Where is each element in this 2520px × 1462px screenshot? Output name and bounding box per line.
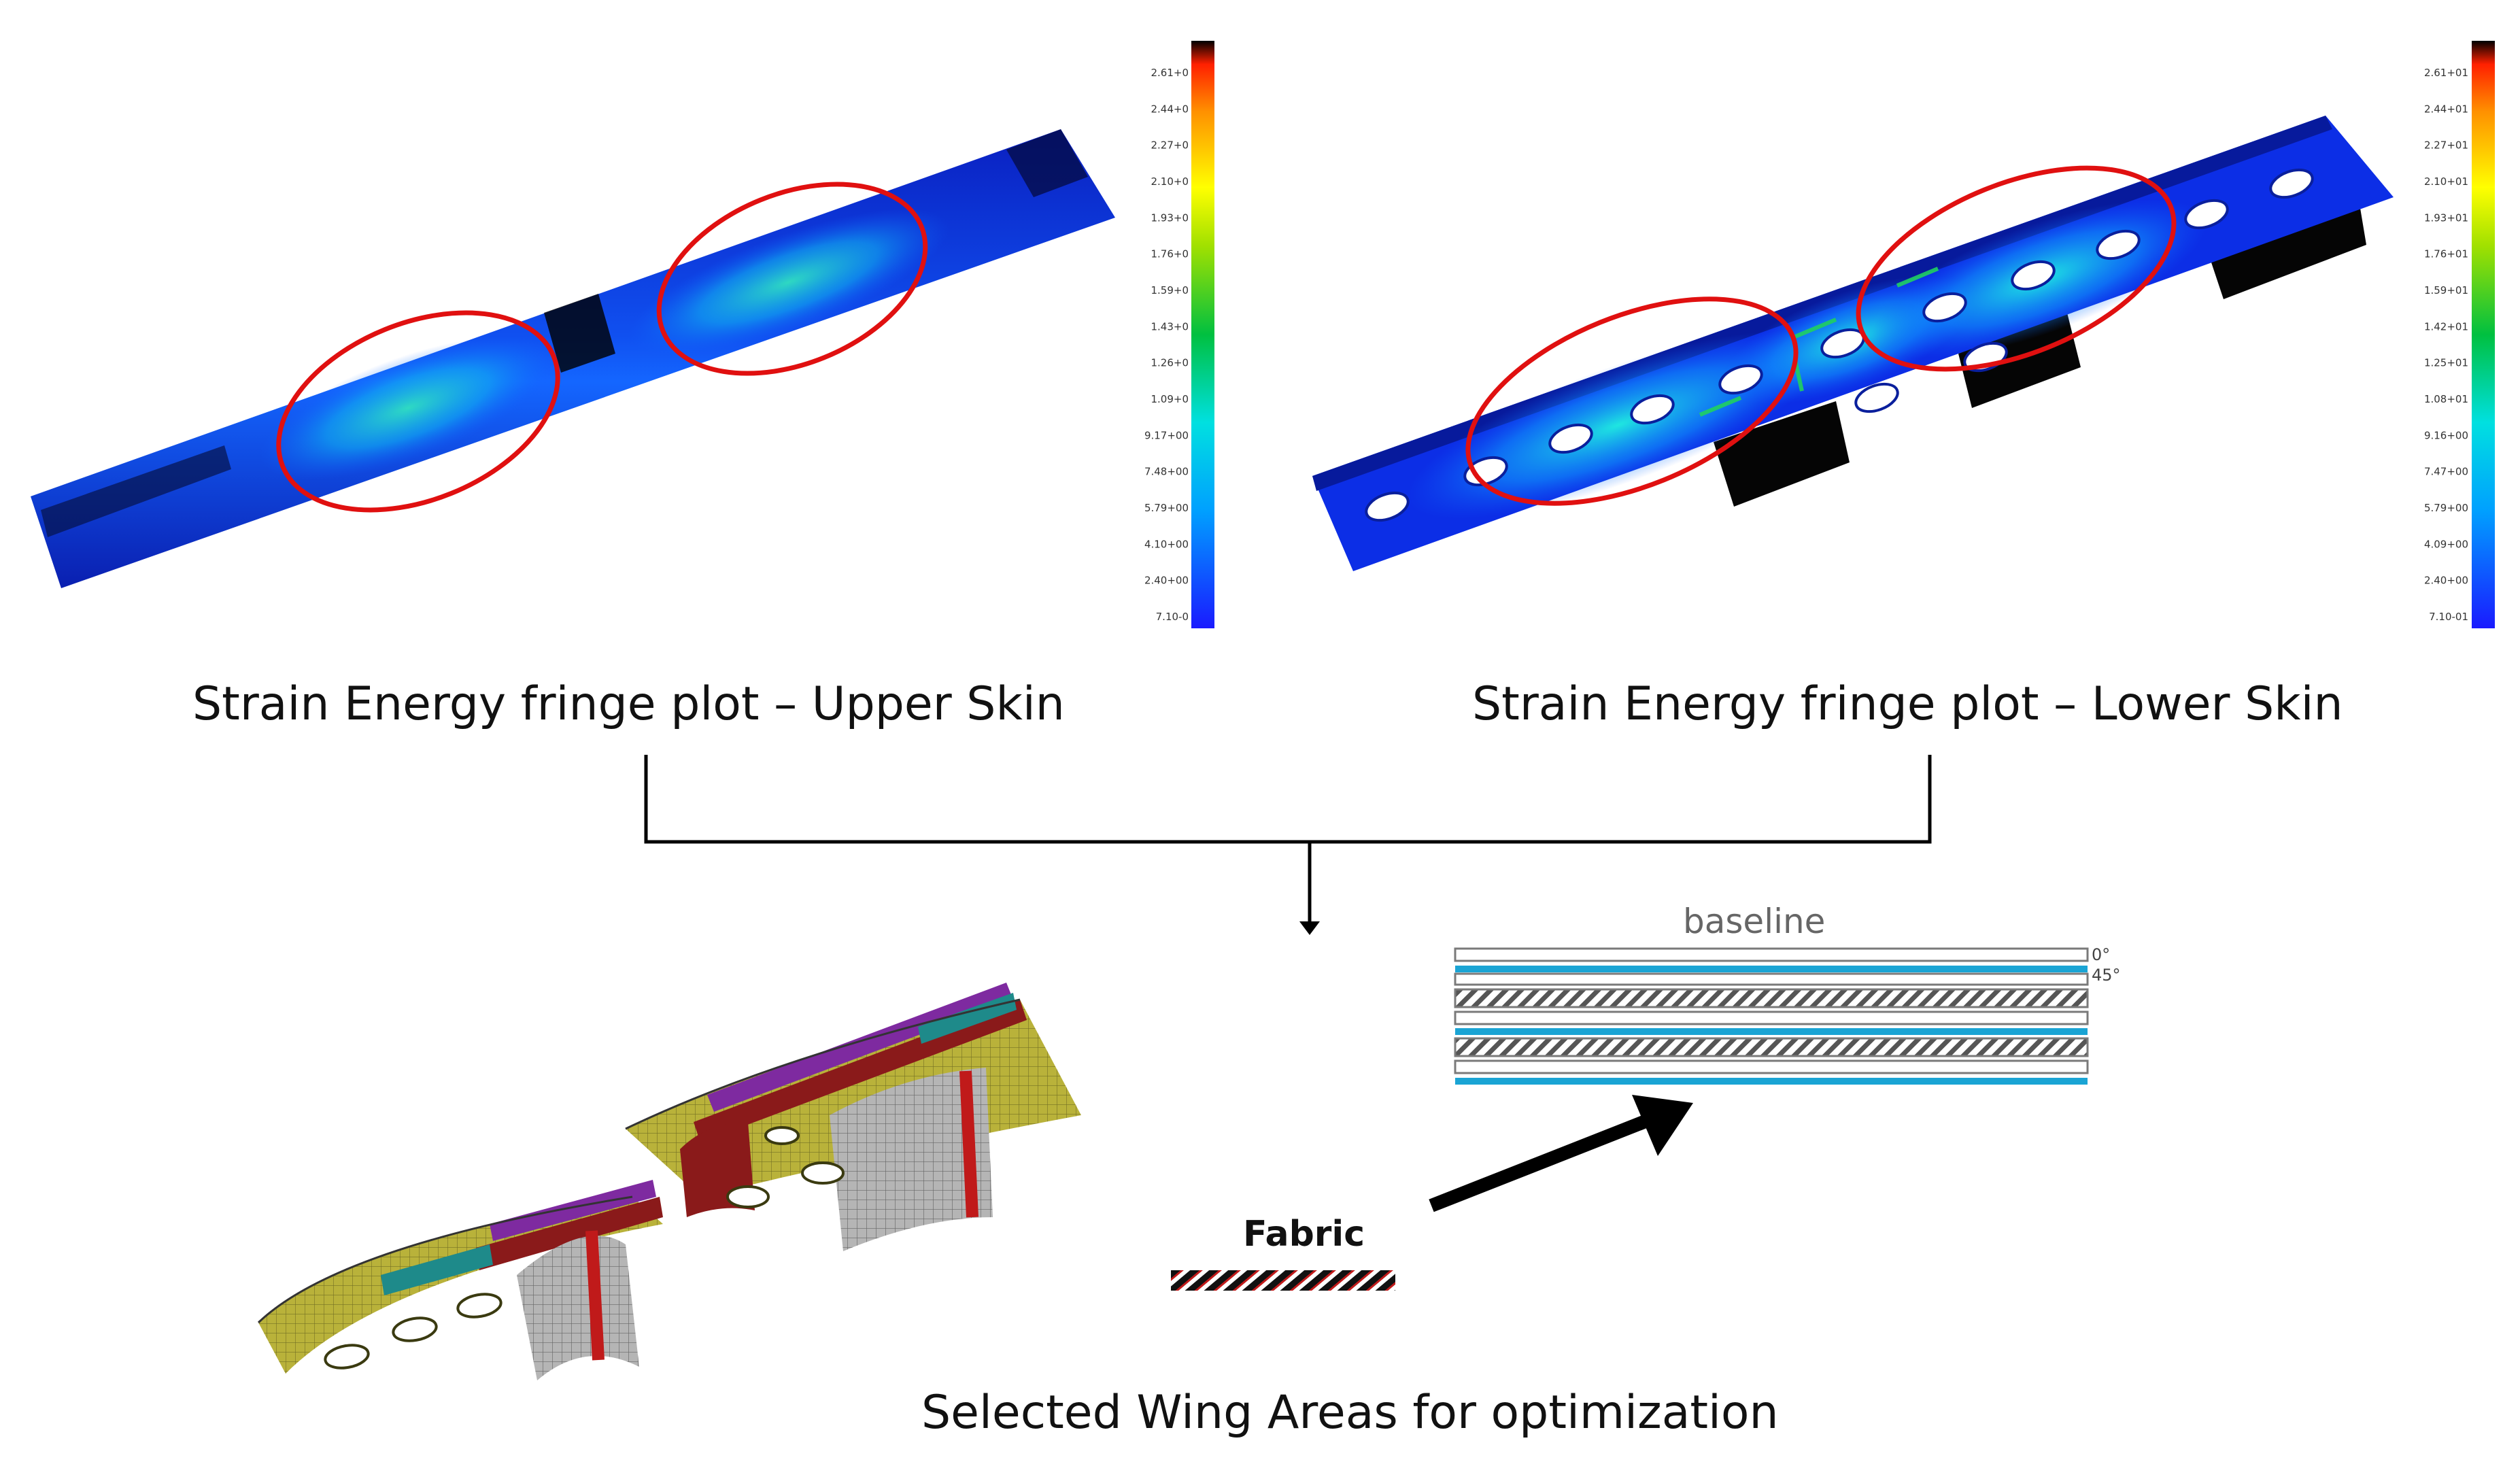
scale-tick-label: 1.76+01: [2424, 248, 2468, 260]
scale-tick-label: 1.42+01: [2424, 320, 2468, 333]
scale-tick-label: 2.44+01: [2424, 103, 2468, 115]
caption-lower-skin: Strain Energy fringe plot – Lower Skin: [1472, 677, 2343, 731]
scale-tick-label: 1.26+0: [1151, 357, 1189, 369]
scale-tick-label: 5.79+00: [2424, 502, 2468, 514]
wing-area-mesh-rear: [625, 983, 1081, 1251]
fabric-swatch: [1171, 1270, 1395, 1291]
scale-tick-label: 1.93+0: [1151, 211, 1189, 224]
ply-angle-0-label: 0°: [2092, 945, 2110, 964]
lower-color-scale: [2472, 41, 2495, 628]
scale-tick-label: 7.10-0: [1156, 611, 1189, 623]
caption-selected-wing-areas: Selected Wing Areas for optimization: [921, 1386, 1779, 1440]
scale-tick-label: 2.61+01: [2424, 67, 2468, 79]
scale-tick-label: 7.47+00: [2424, 466, 2468, 478]
scale-tick-label: 1.09+0: [1151, 393, 1189, 405]
fabric-to-laminate-arrow: [1429, 1095, 1693, 1212]
merge-connector: [644, 755, 1932, 925]
upper-scale-ticks: 2.61+0 2.44+0 2.27+0 2.10+0 1.93+0 1.76+0 1.59…: [1144, 67, 1189, 623]
lower-skin-plot: 2.61+01 2.44+01 2.27+01 2.10+01 1.93+01 1.76+…: [1312, 41, 2495, 628]
lower-skin-cutouts: [1365, 168, 2314, 522]
lower-scale-ticks: 2.61+01 2.44+01 2.27+01 2.10+01 1.93+01 1.76+…: [2424, 67, 2468, 623]
scale-tick-label: 2.44+0: [1151, 103, 1189, 115]
upper-skin-dark-edge: [41, 445, 231, 537]
scale-tick-label: 1.76+0: [1151, 248, 1189, 260]
scale-tick-label: 7.48+00: [1144, 466, 1189, 478]
caption-upper-skin: Strain Energy fringe plot – Upper Skin: [192, 677, 1065, 731]
ply-angle-45-label: 45°: [2092, 966, 2121, 985]
scale-tick-label: 5.79+00: [1144, 502, 1189, 514]
scale-tick-label: 1.59+01: [2424, 284, 2468, 296]
scale-tick-label: 7.10-01: [2429, 611, 2468, 623]
baseline-laminate: baseline 0° 45°: [1454, 902, 2121, 1085]
scale-tick-label: 9.17+00: [1144, 429, 1189, 441]
scale-tick-label: 4.09+00: [2424, 538, 2468, 550]
upper-highlight-ellipse-1: [276, 310, 560, 513]
scale-tick-label: 2.10+0: [1151, 175, 1189, 188]
upper-highlight-ellipse-2: [656, 182, 928, 376]
laminate-title: baseline: [1683, 902, 1825, 941]
upper-color-scale: [1191, 41, 1214, 628]
fabric-label: Fabric: [1243, 1214, 1365, 1255]
lower-highlight-ellipse-1: [1465, 296, 1799, 506]
scale-tick-label: 2.27+01: [2424, 139, 2468, 152]
scale-tick-label: 2.61+0: [1151, 67, 1189, 79]
scale-tick-label: 2.27+0: [1151, 139, 1189, 152]
scale-tick-label: 4.10+00: [1144, 538, 1189, 550]
laminate-plies: [1454, 947, 2089, 1085]
scale-tick-label: 1.25+01: [2424, 357, 2468, 369]
scale-tick-label: 1.08+01: [2424, 393, 2468, 405]
lower-highlight-ellipse-2: [1856, 165, 2177, 372]
scale-tick-label: 2.40+00: [1144, 575, 1189, 587]
scale-tick-label: 1.59+0: [1151, 284, 1189, 296]
wing-area-mesh-front: [257, 1180, 663, 1380]
scale-tick-label: 1.93+01: [2424, 211, 2468, 224]
scale-tick-label: 9.16+00: [2424, 429, 2468, 441]
connector-arrowhead: [1299, 921, 1320, 935]
scale-tick-label: 1.43+0: [1151, 320, 1189, 333]
scale-tick-label: 2.10+01: [2424, 175, 2468, 188]
upper-skin-plot: 2.61+0 2.44+0 2.27+0 2.10+0 1.93+0 1.76+0 1.59…: [31, 41, 1214, 628]
scale-tick-label: 2.40+00: [2424, 575, 2468, 587]
